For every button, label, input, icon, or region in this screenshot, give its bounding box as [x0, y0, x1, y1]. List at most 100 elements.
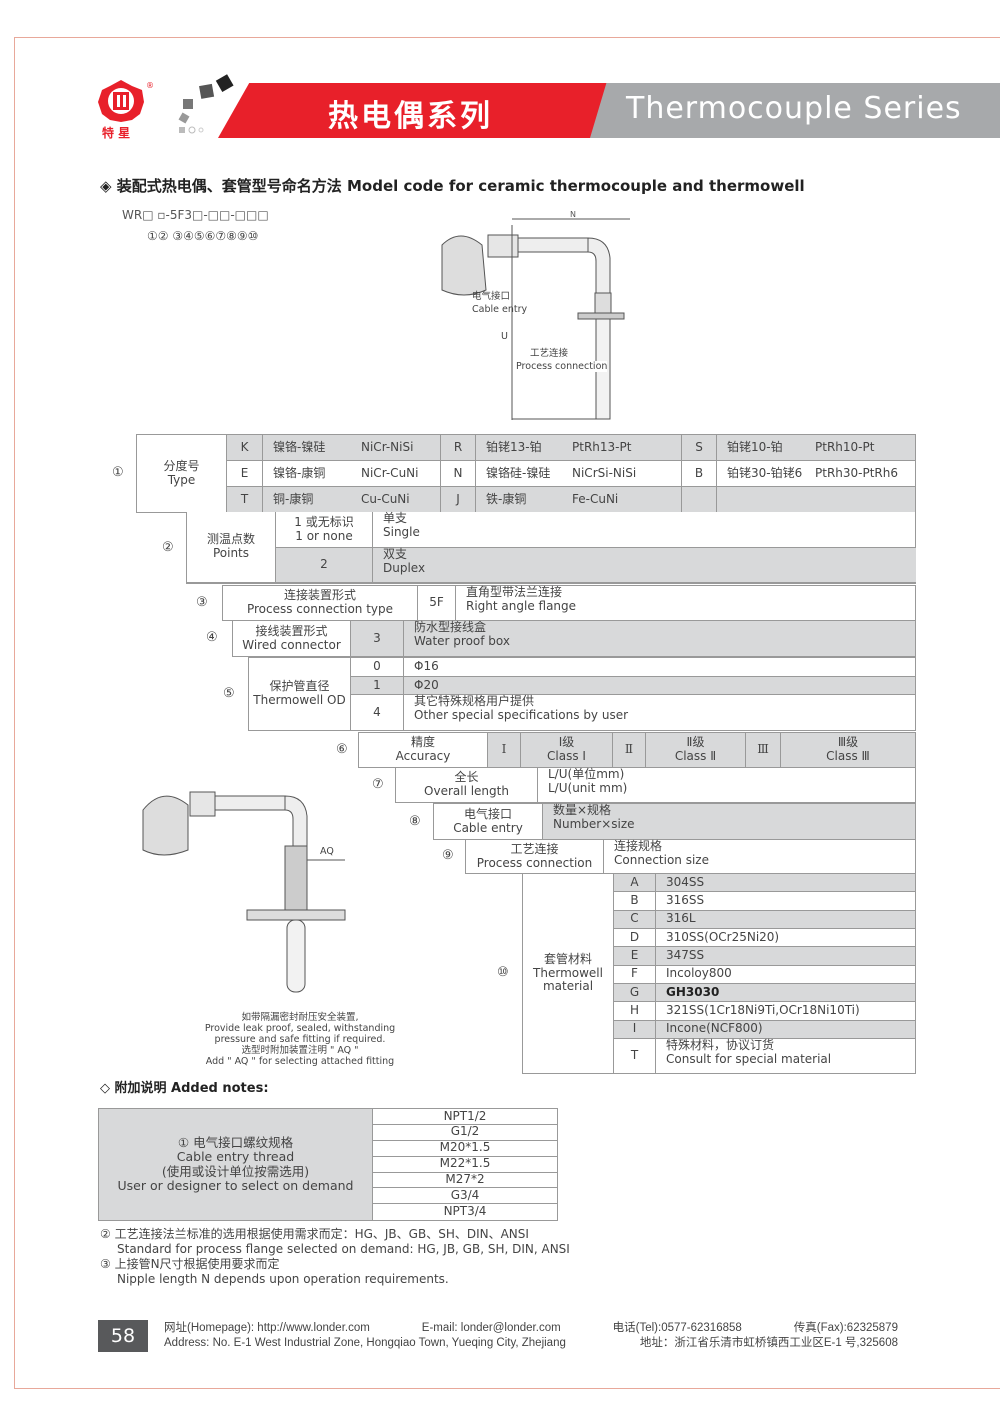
material-name: GH3030 — [656, 983, 915, 1003]
acc-class-3-en: Class Ⅲ — [826, 749, 870, 763]
note1-cn: ① 电气接口螺纹规格 — [177, 1134, 294, 1150]
wc-desc-en: Water proof box — [414, 633, 510, 648]
pc-desc-cn: 连接规格 — [614, 839, 663, 853]
item-number-6: ⑥ — [336, 742, 348, 757]
pct-label-en: Process connection type — [246, 602, 394, 616]
pc-label-en: Process connection — [476, 855, 593, 870]
page-border-bottom — [14, 1388, 1000, 1389]
aq-caption-line: 选型时附加装置注明 " AQ " — [241, 1045, 359, 1056]
footer-address-en: Address: No. E-1 West Industrial Zone, H… — [164, 1337, 566, 1349]
svg-text:®: ® — [146, 81, 154, 90]
mat-label-en: material — [542, 979, 594, 994]
item-number-10: ⑩ — [497, 965, 509, 980]
material-special-cn: 特殊材料，协议订货 — [666, 1038, 775, 1052]
type-name-en: PtRh10-Pt — [805, 435, 915, 461]
type-name-cn: 铂铑10-铂 — [717, 435, 805, 461]
acc-label-en: Accuracy — [395, 749, 451, 763]
ce-label-en: Cable entry — [453, 820, 523, 835]
type-code — [682, 487, 717, 513]
item-number-4: ④ — [206, 630, 218, 645]
wc-code: 3 — [351, 621, 404, 656]
points-label-en: Points — [212, 546, 250, 560]
acc-code-2: Ⅱ — [613, 733, 646, 767]
material-name: Incone(NCF800) — [656, 1020, 915, 1039]
aq-label: AQ — [320, 846, 334, 857]
wc-label-cn: 接线装置形式 — [255, 623, 328, 638]
type-name-en: Fe-CuNi — [562, 487, 682, 513]
material-name: 316SS — [656, 892, 915, 911]
type-code: J — [441, 487, 476, 513]
wc-label-en: Wired connector — [242, 637, 341, 652]
pc-desc-en: Connection size — [614, 852, 709, 867]
thermocouple-diagram-top: N 电气接口 Cable entry 工艺连接 Process connecti… — [430, 205, 630, 425]
thread-size: M27*2 — [373, 1172, 557, 1189]
pct-code: 5F — [418, 586, 456, 620]
ce-label-cn: 电气接口 — [463, 806, 512, 821]
title-en: Thermocouple Series — [626, 91, 962, 126]
material-code: H — [614, 1002, 656, 1021]
points-single-cn: 单支 — [383, 511, 408, 525]
note1-cn2: (使用或设计单位按需选用) — [161, 1163, 310, 1179]
type-name-cn: 铂铑30-铂铑6 — [717, 461, 805, 487]
material-code: I — [614, 1020, 656, 1039]
page-border-left — [14, 37, 15, 1389]
brand-name: 特 星 — [102, 126, 131, 140]
footer-website: 网址(Homepage): http://www.londer.com — [164, 1322, 370, 1334]
footer-email: E-mail: londer@londer.com — [421, 1322, 561, 1334]
item-number-3: ③ — [196, 595, 208, 610]
type-label-en: Type — [167, 472, 196, 487]
points-duplex-cn: 双支 — [383, 547, 408, 561]
points-code-1-en: 1 or none — [295, 528, 353, 543]
acc-class-2-cn: Ⅱ级 — [686, 735, 705, 750]
item-number-7: ⑦ — [372, 777, 384, 792]
acc-class-3-cn: Ⅲ级 — [837, 735, 859, 750]
aq-fitting-drawing-icon — [142, 791, 346, 993]
len-label-cn: 全长 — [454, 770, 479, 785]
material-code: B — [614, 892, 656, 911]
page-border-top — [14, 37, 1000, 38]
footer-fax: 传真(Fax):62325879 — [793, 1322, 898, 1334]
od-value: Φ20 — [404, 677, 915, 695]
svg-text:N: N — [570, 210, 576, 219]
logo-emblem-icon: ® — [98, 80, 154, 122]
material-name: 316L — [656, 910, 915, 929]
type-name-cn: 铁-康铜 — [476, 487, 562, 513]
material-code: E — [614, 947, 656, 966]
type-name-en: NiCr-NiSi — [351, 435, 441, 461]
acc-code-1: Ⅰ — [488, 733, 521, 767]
title-cn: 热电偶系列 — [328, 99, 493, 134]
note2-en: Standard for process flange selected on … — [117, 1242, 570, 1256]
thread-size: M20*1.5 — [373, 1140, 557, 1157]
note2-cn: ② 工艺连接法兰标准的选用根据使用需求而定：HG、JB、GB、SH、DIN、AN… — [100, 1227, 529, 1241]
od-label-cn: 保护管直径 — [269, 679, 330, 694]
note3-en: Nipple length N depends upon operation r… — [117, 1272, 449, 1286]
material-code: A — [614, 874, 656, 893]
type-name-en: Cu-CuNi — [351, 487, 441, 513]
type-name-en: NiCr-CuNi — [351, 461, 441, 487]
decorative-squares-icon — [178, 74, 234, 134]
points-code-2: 2 — [276, 548, 373, 583]
note1-en2: User or designer to select on demand — [117, 1177, 354, 1193]
mat-label-cn: 套管材料 — [543, 951, 592, 966]
thread-size: G1/2 — [373, 1125, 557, 1141]
thread-size: M22*1.5 — [373, 1156, 557, 1173]
material-name: Incoloy800 — [656, 966, 915, 984]
aq-caption-line: Add " AQ " for selecting attached fittin… — [205, 1056, 395, 1067]
page-number: 58 — [98, 1320, 148, 1352]
type-code: R — [441, 435, 476, 461]
len-desc-cn: L/U(单位mm) — [548, 767, 625, 781]
material-name: 321SS(1Cr18Ni9Ti,OCr18Ni10Ti) — [656, 1002, 915, 1021]
material-code: C — [614, 910, 656, 929]
points-single-en: Single — [383, 524, 420, 539]
type-name-en — [805, 487, 915, 513]
points-label-cn: 测温点数 — [206, 532, 255, 547]
item-number-9: ⑨ — [442, 848, 454, 863]
od-code: 1 — [351, 677, 404, 695]
thermocouple-diagram-aq: AQ — [135, 770, 365, 1000]
